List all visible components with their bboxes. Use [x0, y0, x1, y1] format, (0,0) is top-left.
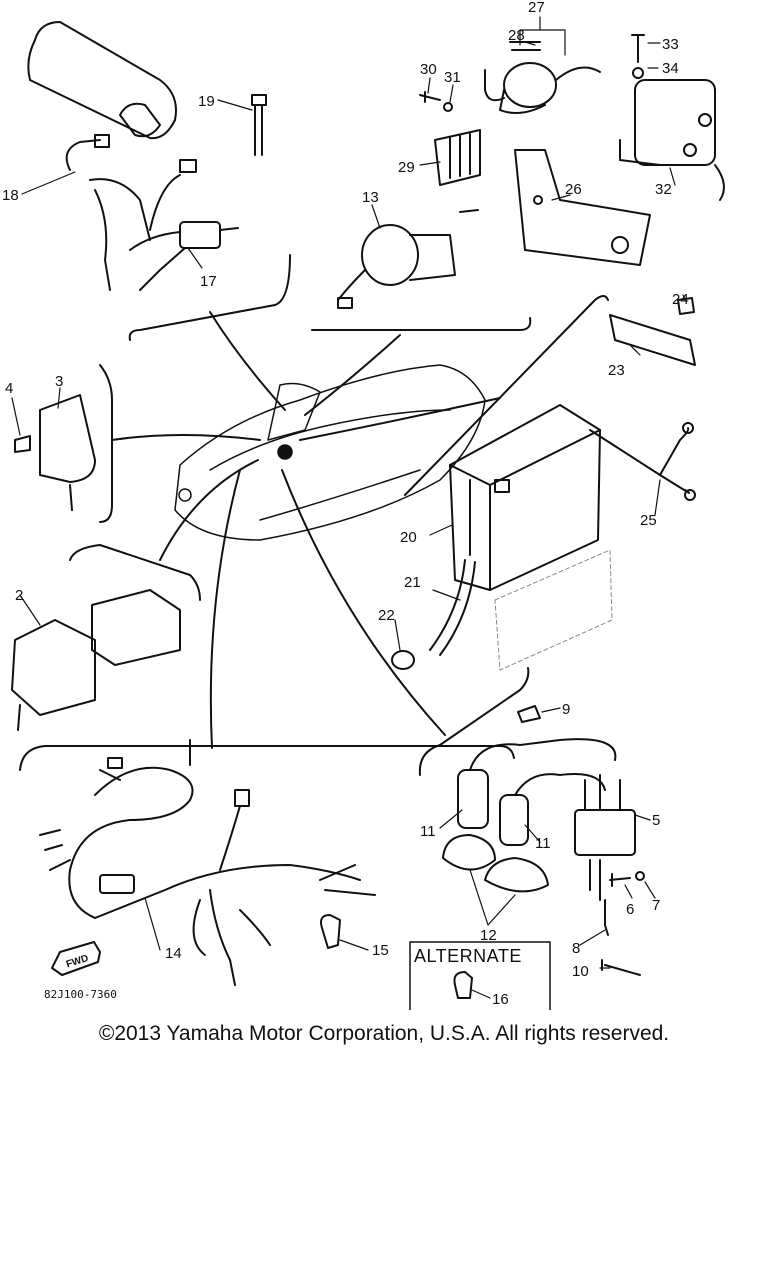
part-label-22: 22: [378, 607, 395, 624]
part-label-27: 27: [528, 0, 545, 16]
bolt-6: [609, 873, 631, 887]
wire-harness-small: [65, 134, 197, 291]
lanyard-pin: [251, 94, 267, 156]
part-label-18: 18: [2, 187, 19, 204]
group-bracket-harness: [19, 745, 515, 771]
washer-7: [635, 871, 645, 881]
part-label-5: 5: [652, 812, 660, 829]
part-label-17: 17: [200, 273, 217, 290]
part-label-28: 28: [508, 27, 525, 44]
leader-harness: [209, 469, 241, 749]
battery-shadow: [494, 549, 613, 671]
fwd-label: FWD: [65, 953, 90, 971]
leader-box: [111, 434, 261, 441]
group-bracket-grip: [128, 254, 291, 341]
part-label-3: 3: [55, 373, 63, 390]
start-stop-switch: [139, 221, 239, 291]
vent-hose: [429, 559, 476, 656]
leader-switch: [304, 334, 401, 416]
part-label-7: 7: [652, 897, 660, 914]
washer-34: [632, 67, 644, 79]
part-label-4: 4: [5, 380, 13, 397]
label-leaders: [11, 16, 686, 999]
group-bracket-switch: [311, 317, 532, 331]
part-label-30: 30: [420, 61, 437, 78]
part-label-23: 23: [608, 362, 625, 379]
fwd-arrow: [51, 941, 101, 976]
part-label-15: 15: [372, 942, 389, 959]
wire-clamp-15: [320, 914, 341, 949]
leader-battery: [299, 397, 501, 441]
nut-4: [14, 435, 31, 453]
part-label-33: 33: [662, 36, 679, 53]
part-label-29: 29: [398, 159, 415, 176]
part-label-25: 25: [640, 512, 657, 529]
part-label-8: 8: [572, 940, 580, 957]
part-label-14: 14: [165, 945, 182, 962]
leader-grip: [209, 311, 286, 411]
part-label-10: 10: [572, 963, 589, 980]
bolt-33: [631, 34, 645, 63]
relay-bracket: [514, 149, 651, 266]
part-label-31: 31: [444, 69, 461, 86]
starter-relay: [484, 41, 601, 115]
part-label-9: 9: [562, 701, 570, 718]
part-label-13: 13: [362, 189, 379, 206]
spark-boot-right: [484, 857, 549, 893]
plug-cap-left: [457, 738, 617, 829]
part-label-19: 19: [198, 93, 215, 110]
part-label-2: 2: [15, 587, 23, 604]
vent-cap: [391, 650, 415, 670]
starter-solenoid: [619, 79, 725, 201]
part-label-32: 32: [655, 181, 672, 198]
clamp-9: [517, 705, 541, 723]
leader-cdi: [159, 459, 259, 561]
ignition-coil: [574, 774, 636, 901]
group-bracket-battery: [404, 295, 609, 496]
handlebar-grip: [27, 21, 177, 140]
part-label-11-left: 11: [420, 823, 436, 840]
part-label-21: 21: [404, 574, 421, 591]
diagram-code: 82J100-7360: [44, 988, 117, 1001]
group-bracket-cdi: [69, 544, 201, 601]
part-label-6: 6: [626, 901, 634, 918]
alternate-box: [409, 941, 551, 1010]
part-label-16: 16: [492, 991, 509, 1008]
alternate-label: ALTERNATE: [414, 946, 522, 966]
cdi-box: [11, 589, 181, 731]
ground-lead-8: [604, 899, 609, 936]
part-label-26: 26: [565, 181, 582, 198]
spark-boot-left: [442, 834, 496, 871]
group-bracket-box: [99, 364, 113, 523]
strap-nut: [677, 297, 695, 315]
part-label-34: 34: [662, 60, 679, 77]
group-bracket-coil: [418, 667, 530, 776]
stop-switch: [337, 209, 479, 309]
part-label-24: 24: [672, 291, 689, 308]
battery-strap: [609, 314, 696, 366]
bolt-30: [419, 91, 441, 103]
parts-diagram: 18 19 17 13 27 28 30 31 29 26 32 33 34 4…: [2, 0, 725, 1010]
part-label-11-right: 11: [535, 835, 551, 852]
fuse-block: [434, 129, 481, 186]
battery: [449, 404, 601, 591]
copyright-text: ©2013 Yamaha Motor Corporation, U.S.A. A…: [98, 1022, 670, 1045]
washer-31: [443, 102, 453, 112]
part-label-20: 20: [400, 529, 417, 546]
battery-cable: [589, 422, 696, 501]
hull: [174, 364, 486, 541]
junction-box-cover: [39, 394, 96, 511]
main-wire-harness: [39, 739, 376, 986]
plug-cap-right: [499, 773, 606, 846]
part-label-12: 12: [480, 927, 497, 944]
leader-coil: [281, 469, 446, 736]
